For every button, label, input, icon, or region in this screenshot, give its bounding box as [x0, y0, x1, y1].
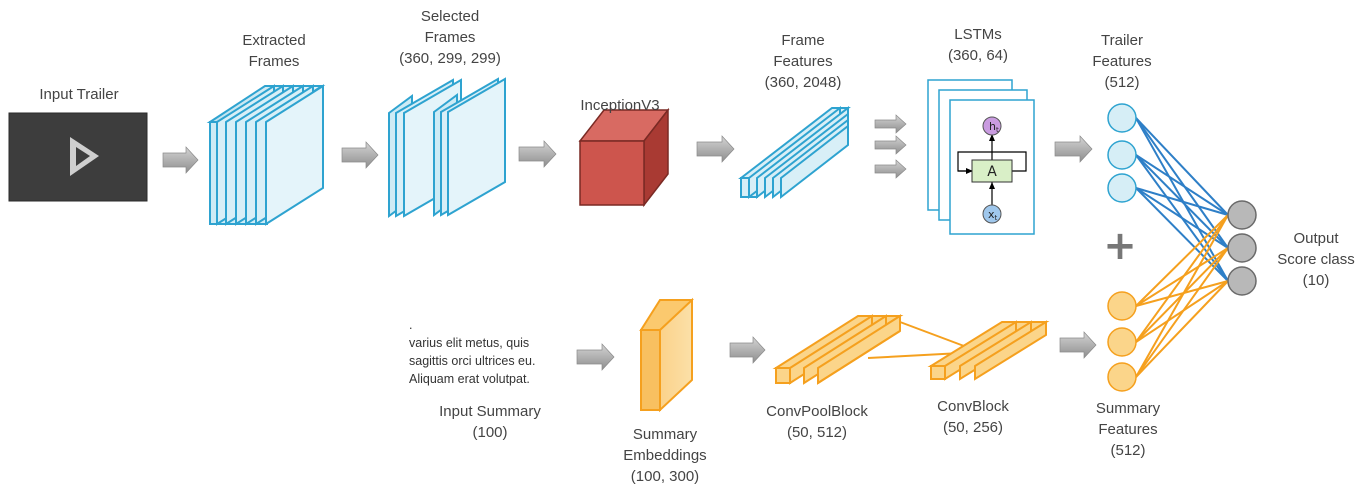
summary-to-output-connections: [1135, 214, 1229, 378]
lstm-block-label: A: [987, 164, 997, 180]
trailer-feature-nodes: [1107, 103, 1137, 203]
summary-embeddings-label: Summary Embeddings (100, 300): [623, 426, 707, 485]
arrow-5b: [874, 135, 907, 155]
arrow-3: [518, 140, 557, 168]
inceptionv3-label: InceptionV3: [580, 97, 660, 114]
convpoolblock-stack: [772, 314, 904, 385]
output-nodes: [1227, 200, 1257, 296]
input-summary-label: Input Summary (100): [439, 403, 541, 441]
lstm-input-label: xt: [988, 208, 998, 222]
summary-features-label: Summary Features (512): [1095, 400, 1161, 459]
summary-node: [1107, 291, 1137, 321]
arrow-7: [576, 343, 615, 371]
summary-embeddings-block: [639, 297, 694, 413]
extracted-frames-label: Extracted Frames: [242, 32, 306, 70]
arrow-6: [1054, 135, 1093, 163]
output-label: Output Score class (10): [1277, 230, 1355, 289]
flow-arrows: [162, 114, 1097, 371]
input-summary-text: . varius elit metus, quis sagittis orci …: [409, 318, 536, 386]
trailer-node: [1107, 173, 1137, 203]
arrow-8: [729, 336, 766, 364]
arrow-1: [162, 146, 199, 174]
video-thumbnail: [8, 112, 148, 202]
convpoolblock-label: ConvPoolBlock (50, 512): [766, 403, 868, 441]
lstm-stack: [927, 79, 1035, 235]
trailer-to-output-connections: [1135, 117, 1229, 282]
summary-node: [1107, 362, 1137, 392]
extracted-frames-stack: [206, 84, 326, 226]
lstm-hidden-node: [982, 116, 1002, 136]
arrow-4: [696, 135, 735, 163]
summary-feature-nodes: [1107, 291, 1137, 392]
selected-frames-stack: [388, 77, 506, 218]
selected-frames-label: Selected Frames (360, 299, 299): [399, 8, 501, 67]
plus-sign: +: [1103, 223, 1137, 269]
arrow-2: [341, 141, 379, 169]
lstms-label: LSTMs (360, 64): [947, 26, 1009, 64]
output-node: [1227, 200, 1257, 230]
inceptionv3-cube: [578, 107, 670, 208]
convblock-label: ConvBlock (50, 256): [937, 398, 1009, 436]
output-node: [1227, 266, 1257, 296]
summary-node: [1107, 327, 1137, 357]
frame-features-stack: [738, 105, 851, 200]
convblock-stack: [927, 320, 1050, 381]
lstm-hidden-label: ht: [989, 120, 999, 134]
arrow-5c: [874, 159, 907, 179]
trailer-node: [1107, 103, 1137, 133]
arrow-5a: [874, 114, 907, 134]
lstm-input-node: [982, 204, 1002, 224]
arrow-9: [1059, 331, 1097, 359]
trailer-features-label: Trailer Features (512): [1092, 32, 1152, 91]
frame-features-label: Frame Features (360, 2048): [764, 32, 842, 91]
trailer-node: [1107, 140, 1137, 170]
output-node: [1227, 233, 1257, 263]
lstm-cell-block: [971, 159, 1013, 183]
input-trailer-label: Input Trailer: [39, 86, 119, 103]
